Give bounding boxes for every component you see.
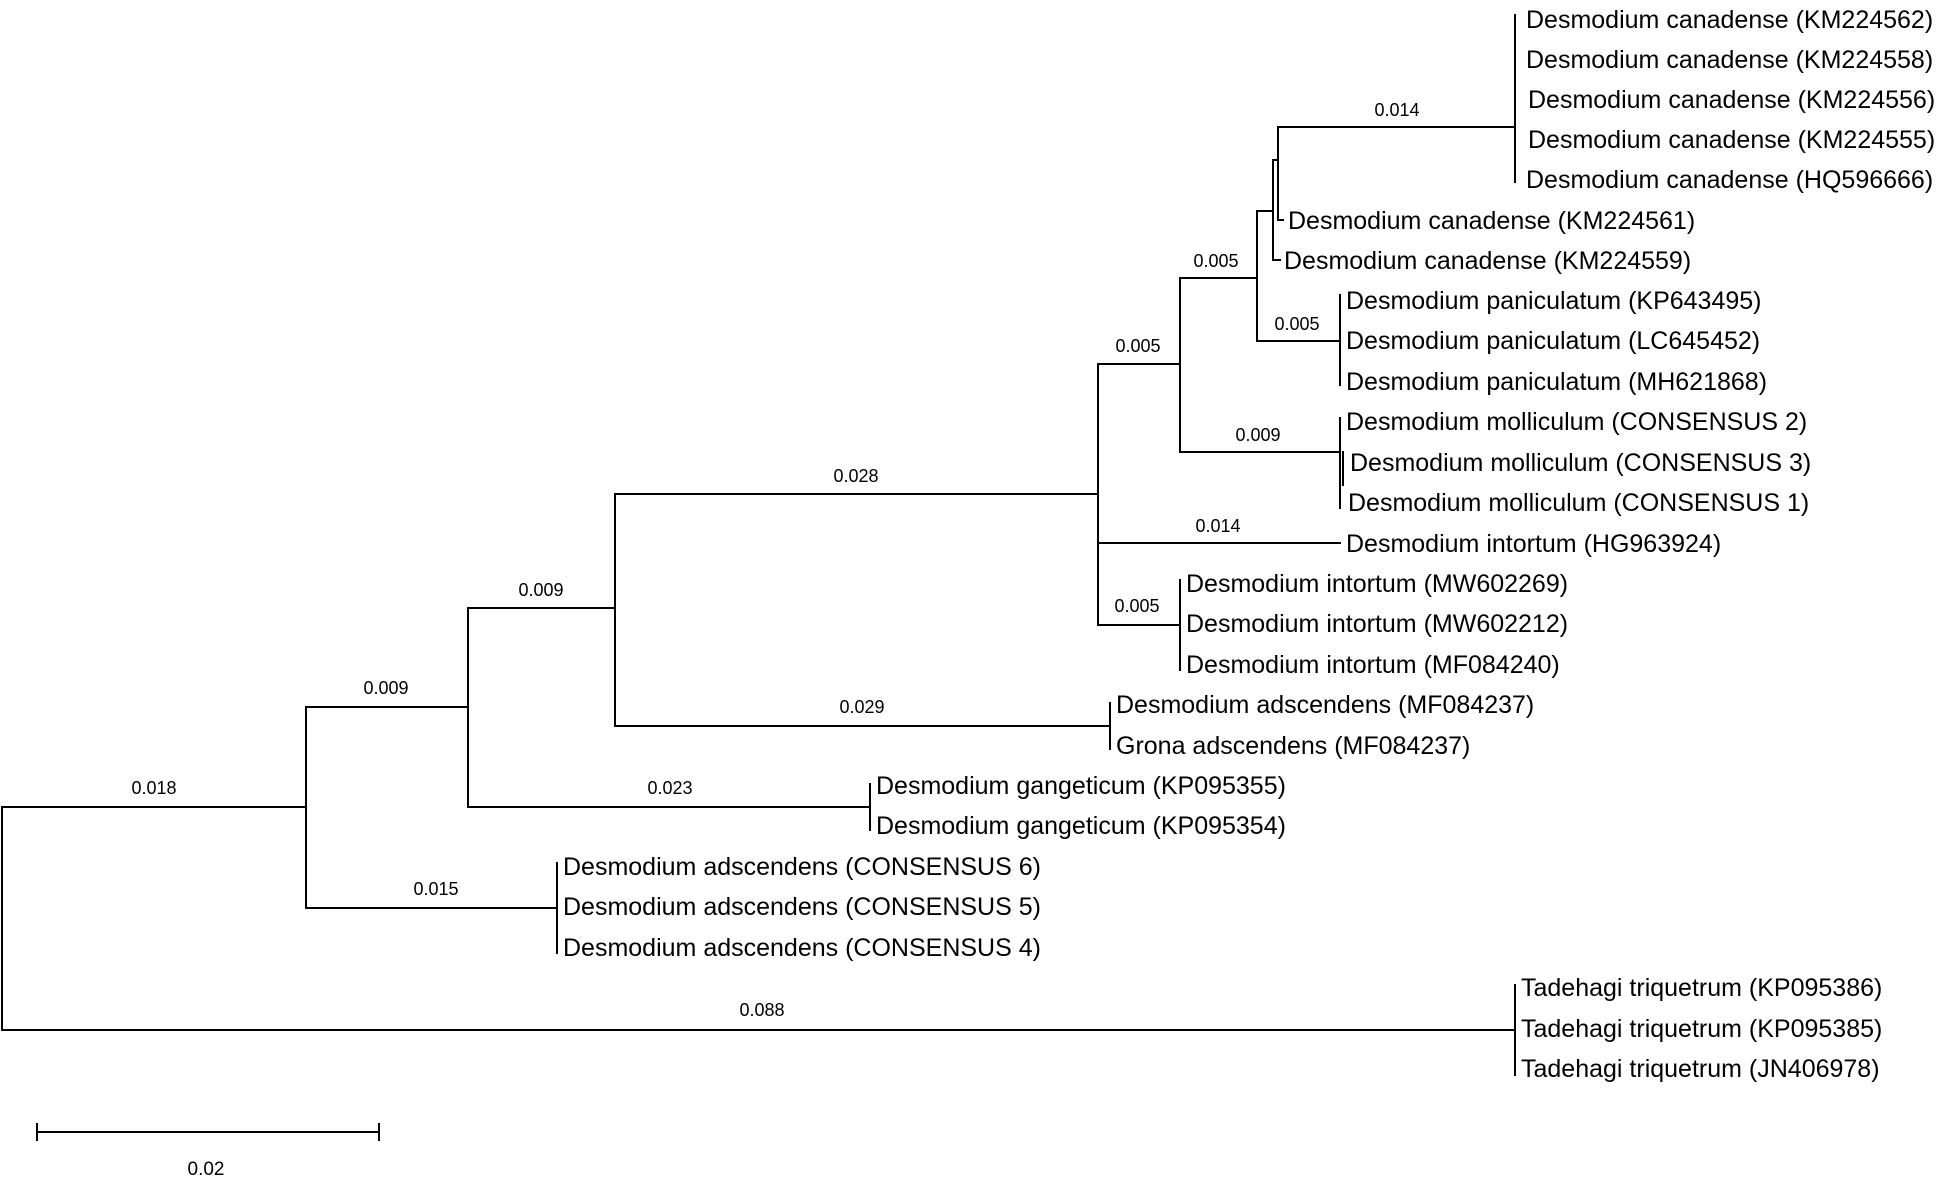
taxon-label: Desmodium canadense (KM224558) <box>1526 46 1933 74</box>
taxon-label: Desmodium canadense (KM224561) <box>1288 207 1695 235</box>
branch-length-label: 0.014 <box>1195 516 1240 536</box>
taxon-label: Tadehagi triquetrum (KP095385) <box>1521 1015 1882 1043</box>
taxon-label: Desmodium intortum (MW602269) <box>1186 570 1568 598</box>
taxon-label: Desmodium canadense (KM224562) <box>1526 6 1933 34</box>
taxon-label: Tadehagi triquetrum (KP095386) <box>1521 974 1882 1002</box>
branch-length-label: 0.014 <box>1374 100 1419 120</box>
taxon-label: Desmodium molliculum (CONSENSUS 3) <box>1350 449 1811 477</box>
taxon-label: Tadehagi triquetrum (JN406978) <box>1521 1055 1880 1083</box>
scale-bar: 0.02 <box>36 1123 380 1180</box>
taxon-label: Desmodium molliculum (CONSENSUS 1) <box>1348 489 1809 517</box>
taxon-label: Desmodium adscendens (CONSENSUS 4) <box>563 934 1041 962</box>
taxon-label: Desmodium paniculatum (KP643495) <box>1346 287 1762 315</box>
taxon-label: Desmodium adscendens (MF084237) <box>1116 691 1534 719</box>
branch-length-label: 0.005 <box>1274 314 1319 334</box>
taxon-labels: Desmodium canadense (KM224562) Desmodium… <box>563 6 1935 1083</box>
branch-length-label: 0.005 <box>1114 596 1159 616</box>
branch-length-label: 0.028 <box>833 466 878 486</box>
branch-length-label: 0.023 <box>647 778 692 798</box>
taxon-label: Desmodium paniculatum (MH621868) <box>1346 368 1767 396</box>
taxon-label: Desmodium gangeticum (KP095355) <box>876 772 1286 800</box>
branch-length-labels: 0.014 0.005 0.005 0.005 0.009 0.028 0.01… <box>131 100 1419 1020</box>
branch-length-label: 0.005 <box>1193 251 1238 271</box>
branch-length-label: 0.009 <box>518 580 563 600</box>
branch-length-label: 0.018 <box>131 778 176 798</box>
taxon-label: Desmodium canadense (HQ596666) <box>1526 166 1933 194</box>
branch-length-label: 0.029 <box>839 697 884 717</box>
taxon-label: Desmodium canadense (KM224555) <box>1528 126 1935 154</box>
taxon-label: Desmodium molliculum (CONSENSUS 2) <box>1346 408 1807 436</box>
taxon-label: Desmodium adscendens (CONSENSUS 5) <box>563 893 1041 921</box>
branch-length-label: 0.005 <box>1115 336 1160 356</box>
tree-branches <box>1 14 1516 1076</box>
taxon-label: Desmodium gangeticum (KP095354) <box>876 812 1286 840</box>
taxon-label: Desmodium canadense (KM224559) <box>1284 247 1691 275</box>
scale-bar-label: 0.02 <box>188 1159 225 1180</box>
taxon-label: Desmodium intortum (HG963924) <box>1346 530 1721 558</box>
taxon-label: Desmodium adscendens (CONSENSUS 6) <box>563 853 1041 881</box>
branch-length-label: 0.009 <box>363 678 408 698</box>
taxon-label: Desmodium paniculatum (LC645452) <box>1346 327 1760 355</box>
branch-length-label: 0.009 <box>1235 425 1280 445</box>
branch-length-label: 0.088 <box>739 1000 784 1020</box>
taxon-label: Desmodium canadense (KM224556) <box>1528 86 1935 114</box>
taxon-label: Desmodium intortum (MW602212) <box>1186 610 1568 638</box>
taxon-label: Grona adscendens (MF084237) <box>1116 732 1470 760</box>
branch-length-label: 0.015 <box>413 879 458 899</box>
taxon-label: Desmodium intortum (MF084240) <box>1186 651 1560 679</box>
